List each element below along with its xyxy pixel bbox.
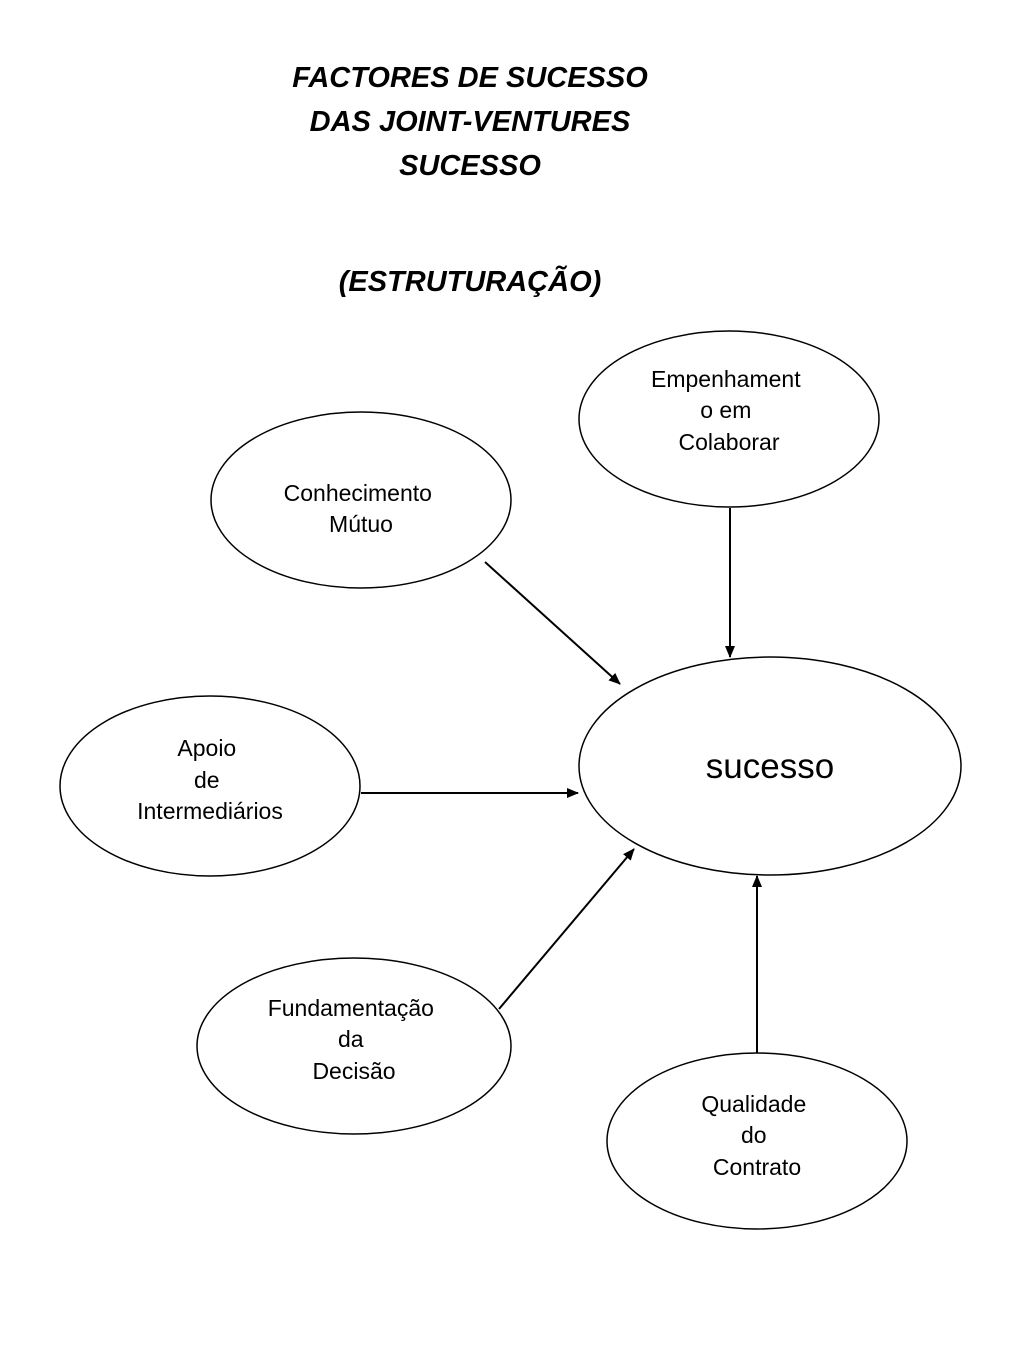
title-line-3: SUCESSO [399,150,541,182]
page-subtitle: (ESTRUTURAÇÃO) [0,260,940,304]
subtitle-line: (ESTRUTURAÇÃO) [338,266,602,298]
node-conhecimento-line-2: Mútuo [329,511,393,537]
node-fundamentacao-label: Fundamentação da Decisão [268,995,441,1084]
node-qualidade: Qualidade do Contrato [606,1052,908,1230]
node-qualidade-line-2: do [741,1122,767,1148]
edge-conhecimento-sucesso [484,561,621,685]
node-fundamentacao: Fundamentação da Decisão [196,957,512,1135]
node-apoio-line-1: Apoio [177,735,236,761]
node-empenhamento-label: Empenhament o em Colaborar [651,366,807,455]
node-qualidade-line-1: Qualidade [701,1091,806,1117]
node-fundamentacao-line-1: Fundamentação [268,995,434,1021]
node-apoio: Apoio de Intermediários [59,695,361,877]
edges-group [361,508,762,1053]
node-apoio-label: Apoio de Intermediários [137,735,283,824]
node-conhecimento: Conhecimento Mútuo [210,411,512,589]
node-empenhamento-line-2: o em [700,397,751,423]
node-empenhamento: Empenhament o em Colaborar [578,330,880,508]
node-conhecimento-label: Conhecimento Mútuo [284,480,439,537]
edge-fundamentacao-sucesso [498,848,635,1010]
page-title: FACTORES DE SUCESSO DAS JOINT-VENTURES S… [0,56,940,188]
node-fundamentacao-line-2: da [338,1026,364,1052]
node-conhecimento-line-1: Conhecimento [284,480,432,506]
node-fundamentacao-line-3: Decisão [312,1058,395,1084]
node-sucesso: sucesso [578,656,962,876]
title-line-2: DAS JOINT-VENTURES [309,106,631,138]
node-sucesso-label: sucesso [706,747,834,786]
title-line-1: FACTORES DE SUCESSO [292,62,648,94]
node-qualidade-line-3: Contrato [713,1154,801,1180]
node-empenhamento-line-3: Colaborar [679,429,780,455]
node-apoio-line-2: de [194,767,220,793]
node-apoio-line-3: Intermediários [137,798,283,824]
node-qualidade-label: Qualidade do Contrato [701,1091,812,1180]
node-empenhamento-line-1: Empenhament [651,366,801,392]
